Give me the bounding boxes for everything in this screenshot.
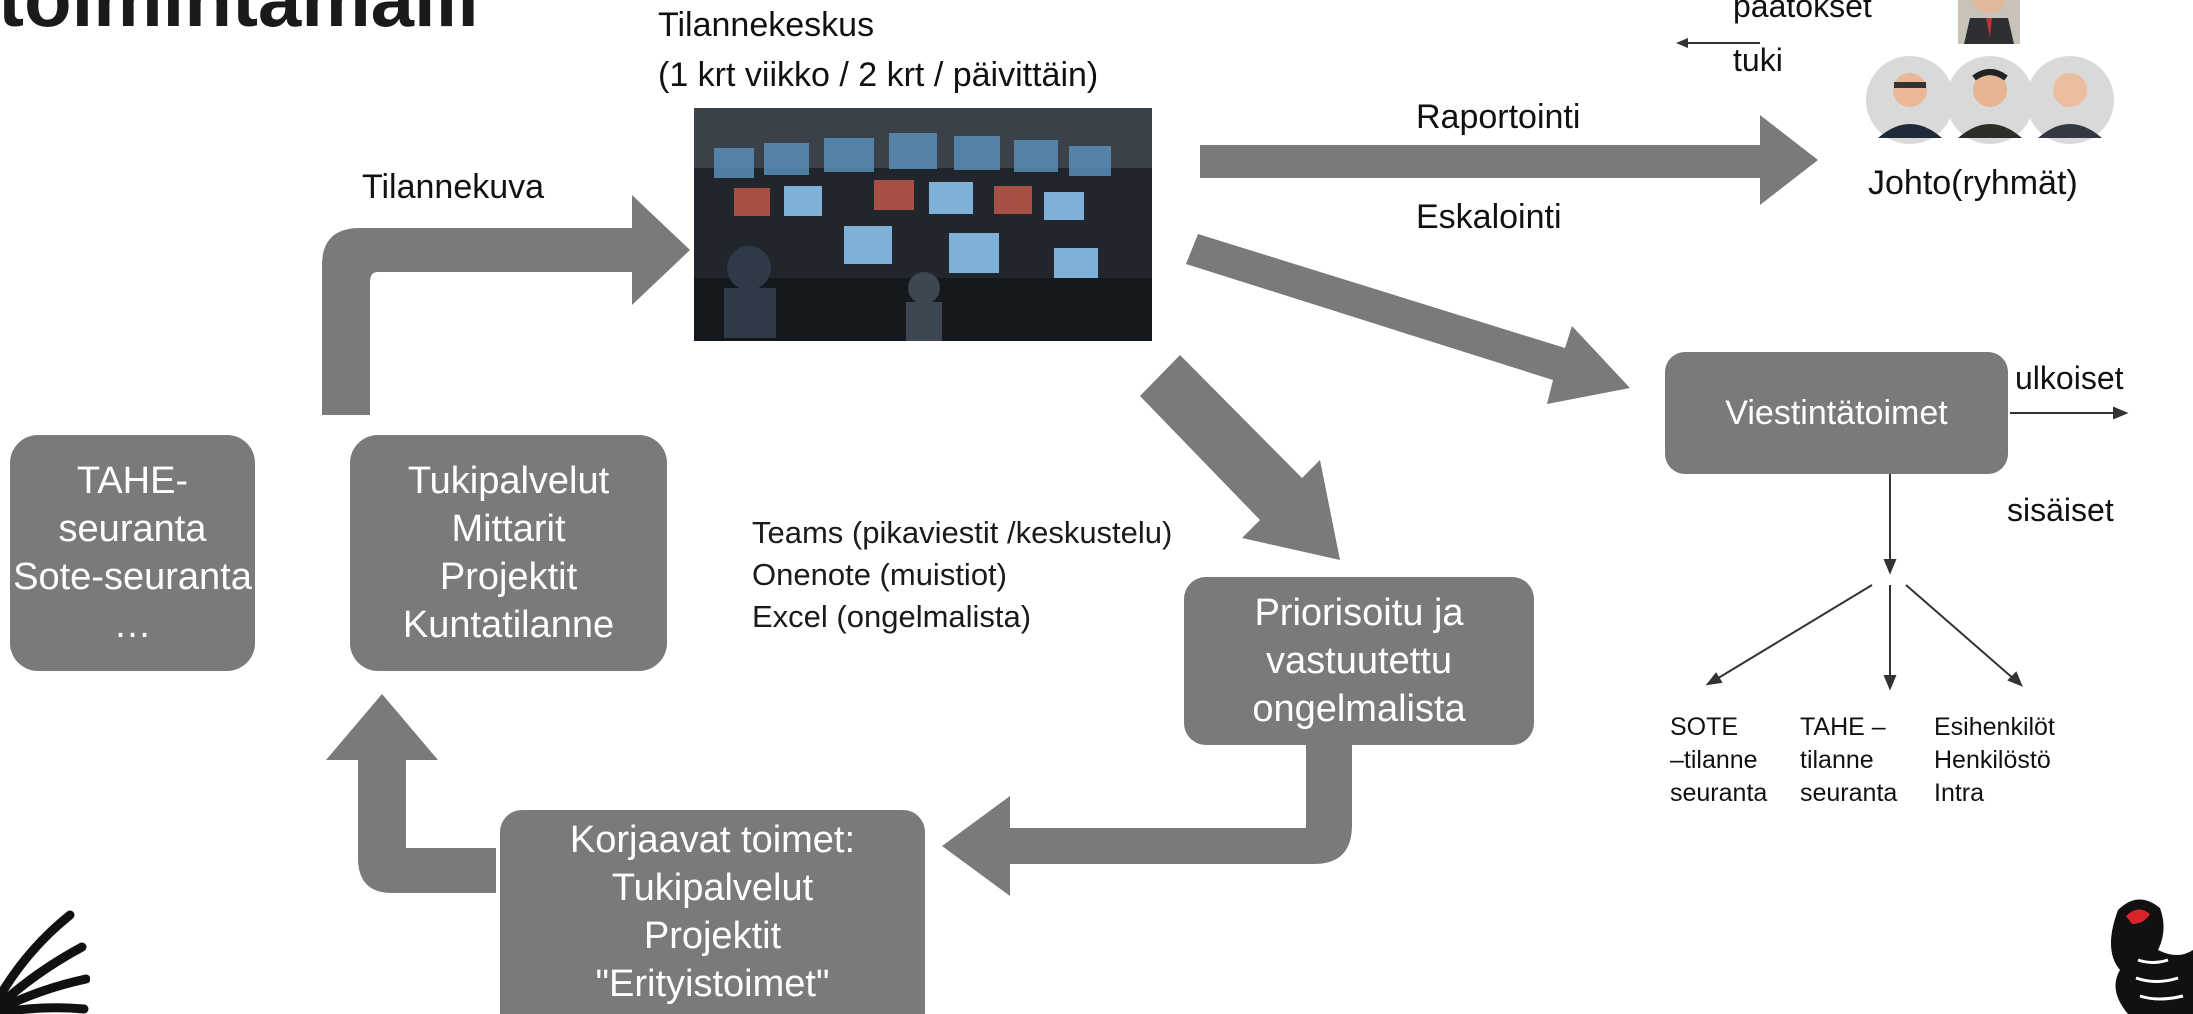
management-label: Johto(ryhmät): [1868, 164, 2078, 202]
corrective-line-1: Korjaavat toimet:: [569, 819, 856, 861]
prioritize-arrow: [1140, 355, 1340, 560]
prioritized-line-3: ongelmalista: [1252, 688, 1466, 730]
situation-picture-label: Tilannekuva: [362, 168, 545, 206]
corrective-line-4: "Erityistoimet": [595, 963, 830, 1005]
feedback-arrow: [326, 694, 496, 893]
communication-box: Viestintätoimet: [1665, 352, 2008, 474]
internal-label: sisäiset: [2007, 492, 2114, 528]
prioritized-line-1: Priorisoitu ja: [1254, 592, 1464, 634]
external-label: ulkoiset: [2015, 360, 2124, 396]
manager-photo-1: [1866, 56, 1954, 144]
corrective-arrow: [942, 735, 1352, 896]
situation-center-frequency: (1 krt viikko / 2 krt / päivittäin): [658, 56, 1099, 94]
channel-staff-line: Esihenkilöt: [1934, 713, 2055, 741]
support-line-1: Tukipalvelut: [407, 460, 610, 502]
control-room-image: [694, 108, 1152, 341]
channel-staff-line: Henkilöstö: [1934, 746, 2051, 774]
page-title: toimintamalli: [0, 0, 479, 45]
channel-tahe-line: TAHE –: [1800, 713, 1886, 741]
corrective-line-2: Tukipalvelut: [611, 867, 814, 909]
situation-center-title: Tilannekeskus: [658, 6, 875, 44]
tahe-line-1: TAHE-: [76, 460, 189, 502]
channel-staff: Esihenkilöt Henkilöstö Intra: [1934, 711, 2055, 810]
tahe-line-2: seuranta: [58, 508, 207, 550]
support-label: tuki: [1733, 42, 1783, 78]
channel-tahe: TAHE – tilanne seuranta: [1800, 711, 1897, 810]
manager-photo-2: [1946, 56, 2034, 144]
reporting-arrow: [1200, 115, 1818, 205]
decisions-label: päätökset: [1733, 0, 1872, 24]
tahe-line-4: …: [113, 604, 152, 646]
channel-staff-line: Intra: [1934, 779, 1985, 807]
tilannekuva-arrow: [322, 195, 690, 415]
tahe-line-3: Sote-seuranta: [13, 556, 252, 598]
escalation-label: Eskalointi: [1416, 198, 1562, 236]
bird-logo-icon: [2110, 899, 2193, 1014]
corrective-line-3: Projektit: [643, 915, 782, 957]
manager-photo-3: [2026, 56, 2114, 144]
support-line-4: Kuntatilanne: [402, 604, 615, 646]
reporting-label: Raportointi: [1416, 98, 1581, 136]
support-line-3: Projektit: [439, 556, 578, 598]
channel-tahe-line: tilanne: [1800, 746, 1874, 774]
tools-list: Teams (pikaviestit /keskustelu) Onenote …: [752, 512, 1172, 638]
support-services-box: Tukipalvelut Mittarit Projektit Kuntatil…: [350, 435, 667, 671]
channel-tahe-line: seuranta: [1800, 779, 1898, 807]
channel-sote-line: seuranta: [1670, 779, 1768, 807]
tool-onenote: Onenote (muistiot): [752, 557, 1007, 592]
prioritized-line-2: vastuutettu: [1266, 640, 1452, 682]
prioritized-list-box: Priorisoitu ja vastuutettu ongelmalista: [1184, 577, 1534, 745]
escalation-arrow: [1186, 234, 1630, 404]
tool-teams: Teams (pikaviestit /keskustelu): [752, 515, 1173, 550]
fan-logo-icon: [0, 910, 90, 1014]
channel-sote-line: –tilanne: [1670, 746, 1758, 774]
support-line-2: Mittarit: [451, 508, 566, 550]
corrective-actions-box: Korjaavat toimet: Tukipalvelut Projektit…: [500, 810, 925, 1014]
tool-excel: Excel (ongelmalista): [752, 599, 1032, 634]
channel-sote: SOTE –tilanne seuranta: [1670, 711, 1767, 810]
management-team-photos: [1866, 56, 2114, 144]
situation-center-photo: [694, 108, 1152, 341]
tahe-monitoring-box: TAHE- seuranta Sote-seuranta …: [10, 435, 255, 671]
top-manager-photo: [1958, 0, 2020, 44]
channel-sote-line: SOTE: [1670, 713, 1739, 741]
